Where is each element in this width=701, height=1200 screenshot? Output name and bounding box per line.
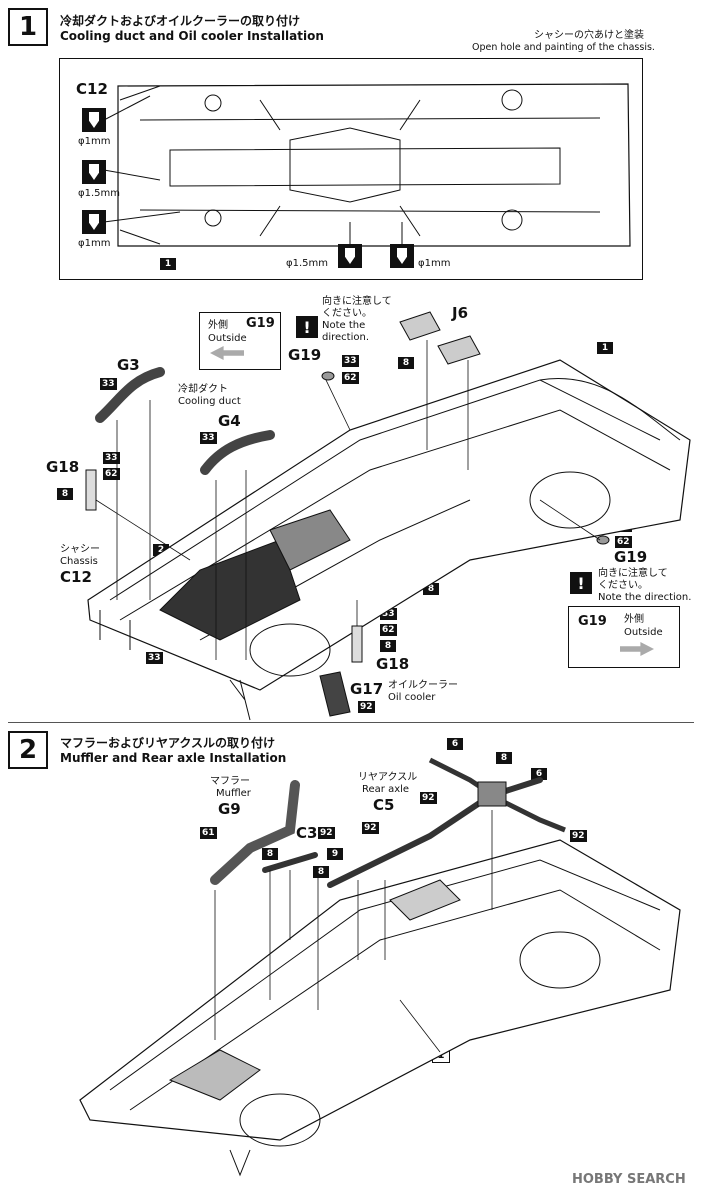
rear-axle-en: Rear axle [362, 784, 410, 795]
step-2-title-en: Muffler and Rear axle Installation [60, 751, 287, 765]
part-num-92-c: 92 [570, 830, 587, 842]
part-num-8-c3b: 8 [313, 866, 329, 878]
part-num-62-g19r: 62 [615, 536, 632, 548]
g19-outside-box-right [568, 606, 680, 668]
c12-lower-label: C12 [60, 568, 92, 586]
step-1-number: 1 [8, 8, 48, 46]
drill-bit-icon-4 [338, 244, 362, 268]
chassis-en: Chassis [60, 556, 98, 567]
drill-label-4: φ1.5mm [286, 258, 328, 269]
part-num-33-g3: 33 [100, 378, 117, 390]
part-num-1-frame: 1 [160, 258, 176, 270]
part-num-33-g19: 33 [342, 355, 359, 367]
part-num-6-a: 6 [447, 738, 463, 750]
part-num-8-axle: 8 [496, 752, 512, 764]
part-num-62-g19: 62 [342, 372, 359, 384]
step-2-number: 2 [8, 731, 48, 769]
drill-label-2: φ1.5mm [78, 188, 120, 199]
chassis-jp: シャシー [60, 544, 100, 555]
g19-box-top-en: Outside [208, 333, 247, 344]
g19-box-right-jp: 外側 [624, 614, 644, 625]
caution-icon-right: ! [570, 572, 592, 594]
part-num-1-chassis: 1 [597, 342, 613, 354]
oil-cooler-jp: オイルクーラー [388, 680, 458, 691]
drill-label-5: φ1mm [418, 258, 451, 269]
chassis-note-en: Open hole and painting of the chassis. [472, 42, 655, 53]
part-num-62-g18r: 62 [380, 624, 397, 636]
step-2-title: マフラーおよびリヤアクスルの取り付け Muffler and Rear axle… [60, 736, 286, 766]
caution-top-jp2: ください。 [322, 308, 372, 319]
step1-parts [85, 311, 610, 717]
caution-right-jp1: 向きに注意して [598, 568, 668, 579]
part-num-61: 61 [200, 827, 217, 839]
part-num-8-j6: 8 [398, 357, 414, 369]
cooling-duct-en: Cooling duct [178, 396, 241, 407]
g17-label: G17 [350, 680, 384, 698]
part-num-62-g18l: 62 [103, 468, 120, 480]
part-num-9: 9 [327, 848, 343, 860]
c12-label-top: C12 [76, 80, 108, 98]
chassis-isometric-step2 [79, 839, 681, 1177]
caution-right-jp2: ください。 [598, 580, 648, 591]
g9-label: G9 [218, 800, 241, 818]
caution-right-en: Note the direction. [598, 592, 692, 603]
part-num-8-c3a: 8 [262, 848, 278, 860]
step2-leader-lines [214, 810, 493, 1053]
drill-label-3: φ1mm [78, 238, 111, 249]
caution-top-jp1: 向きに注意して [322, 296, 392, 307]
part-num-92-c3: 92 [318, 827, 335, 839]
g19-outside-box-top [199, 312, 281, 370]
step-1-title: 冷却ダクトおよびオイルクーラーの取り付け Cooling duct and Oi… [60, 14, 324, 44]
step2-parts [210, 757, 566, 888]
caution-top-en1: Note the [322, 320, 366, 331]
step-1-title-jp: 冷却ダクトおよびオイルクーラーの取り付け [60, 14, 301, 28]
drill-bit-icon-1 [82, 108, 106, 132]
drill-bit-icon-2 [82, 160, 106, 184]
part-num-8-g18l: 8 [57, 488, 73, 500]
step-2-title-jp: マフラーおよびリヤアクスルの取り付け [60, 736, 276, 750]
g3-label: G3 [117, 356, 140, 374]
g18-left-label: G18 [46, 458, 80, 476]
chassis-top-view [103, 83, 631, 247]
part-num-92-b: 92 [420, 792, 437, 804]
muffler-en: Muffler [216, 788, 251, 799]
part-num-33-g18l: 33 [103, 452, 120, 464]
drill-bit-icon-3 [82, 210, 106, 234]
g19-box-right-part: G19 [578, 614, 607, 629]
g18-right-label: G18 [376, 655, 410, 673]
chassis-isometric-step1 [87, 359, 691, 721]
g19-box-top-part: G19 [246, 316, 275, 331]
drill-label-1: φ1mm [78, 136, 111, 147]
chassis-note-jp: シャシーの穴あけと塗装 [534, 30, 644, 41]
step1-leader-lines [95, 340, 601, 660]
g19-box-top-jp: 外側 [208, 320, 228, 331]
c5-label: C5 [373, 796, 395, 814]
j6-label: J6 [452, 304, 469, 322]
part-num-33-g4: 33 [200, 432, 217, 444]
rear-axle-jp: リヤアクスル [358, 772, 418, 783]
part-num-6-b: 6 [531, 768, 547, 780]
section-divider [8, 722, 694, 723]
step-2-number-text: 2 [18, 735, 38, 765]
step-1-title-en: Cooling duct and Oil cooler Installation [60, 29, 324, 43]
caution-icon-top: ! [296, 316, 318, 338]
c3-label: C3 [296, 824, 318, 842]
g19-label-top: G19 [288, 346, 322, 364]
part-num-92-g17: 92 [358, 701, 375, 713]
muffler-jp: マフラー [210, 776, 250, 787]
g4-label: G4 [218, 412, 241, 430]
g19-right-label: G19 [614, 548, 648, 566]
g19-box-right-en: Outside [624, 627, 663, 638]
part-num-8-g18r: 8 [380, 640, 396, 652]
hobby-search-watermark: HOBBY SEARCH [572, 1172, 686, 1187]
part-num-92-axle: 92 [362, 822, 379, 834]
part-num-33-chassis: 33 [146, 652, 163, 664]
cooling-duct-jp: 冷却ダクト [178, 384, 228, 395]
drill-bit-icon-5 [390, 244, 414, 268]
caution-top-en2: direction. [322, 332, 370, 343]
oil-cooler-en: Oil cooler [388, 692, 436, 703]
chassis-drilling-frame [59, 58, 643, 280]
step-1-number-text: 1 [18, 12, 38, 42]
